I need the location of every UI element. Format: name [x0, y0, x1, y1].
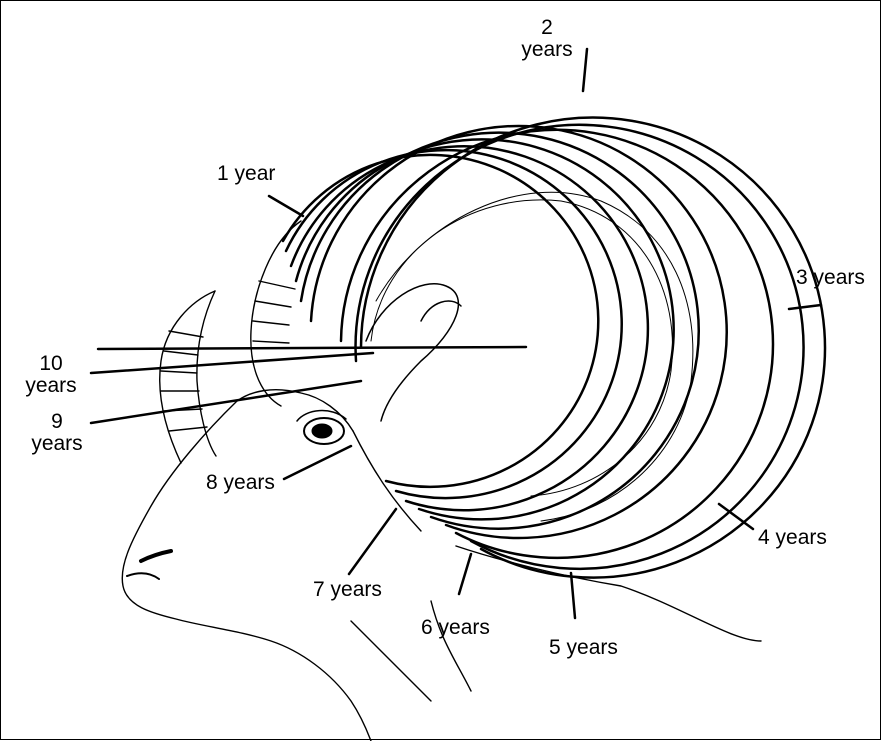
label-3-years: 3 years: [796, 267, 865, 289]
label-2-years: 2 years: [517, 17, 577, 61]
label-5-years: 5 years: [549, 637, 618, 659]
label-6-years: 6 years: [421, 617, 490, 639]
right-horn-base: [251, 221, 301, 406]
label-4-years: 4 years: [758, 527, 827, 549]
label-1-year: 1 year: [217, 163, 275, 185]
eye: [297, 411, 346, 444]
label-7-years: 7 years: [313, 579, 382, 601]
left-horn: [160, 291, 216, 463]
label-10-years: 10 years: [17, 353, 85, 397]
label-8-years: 8 years: [206, 472, 275, 494]
label-9-years: 9 years: [25, 411, 89, 455]
